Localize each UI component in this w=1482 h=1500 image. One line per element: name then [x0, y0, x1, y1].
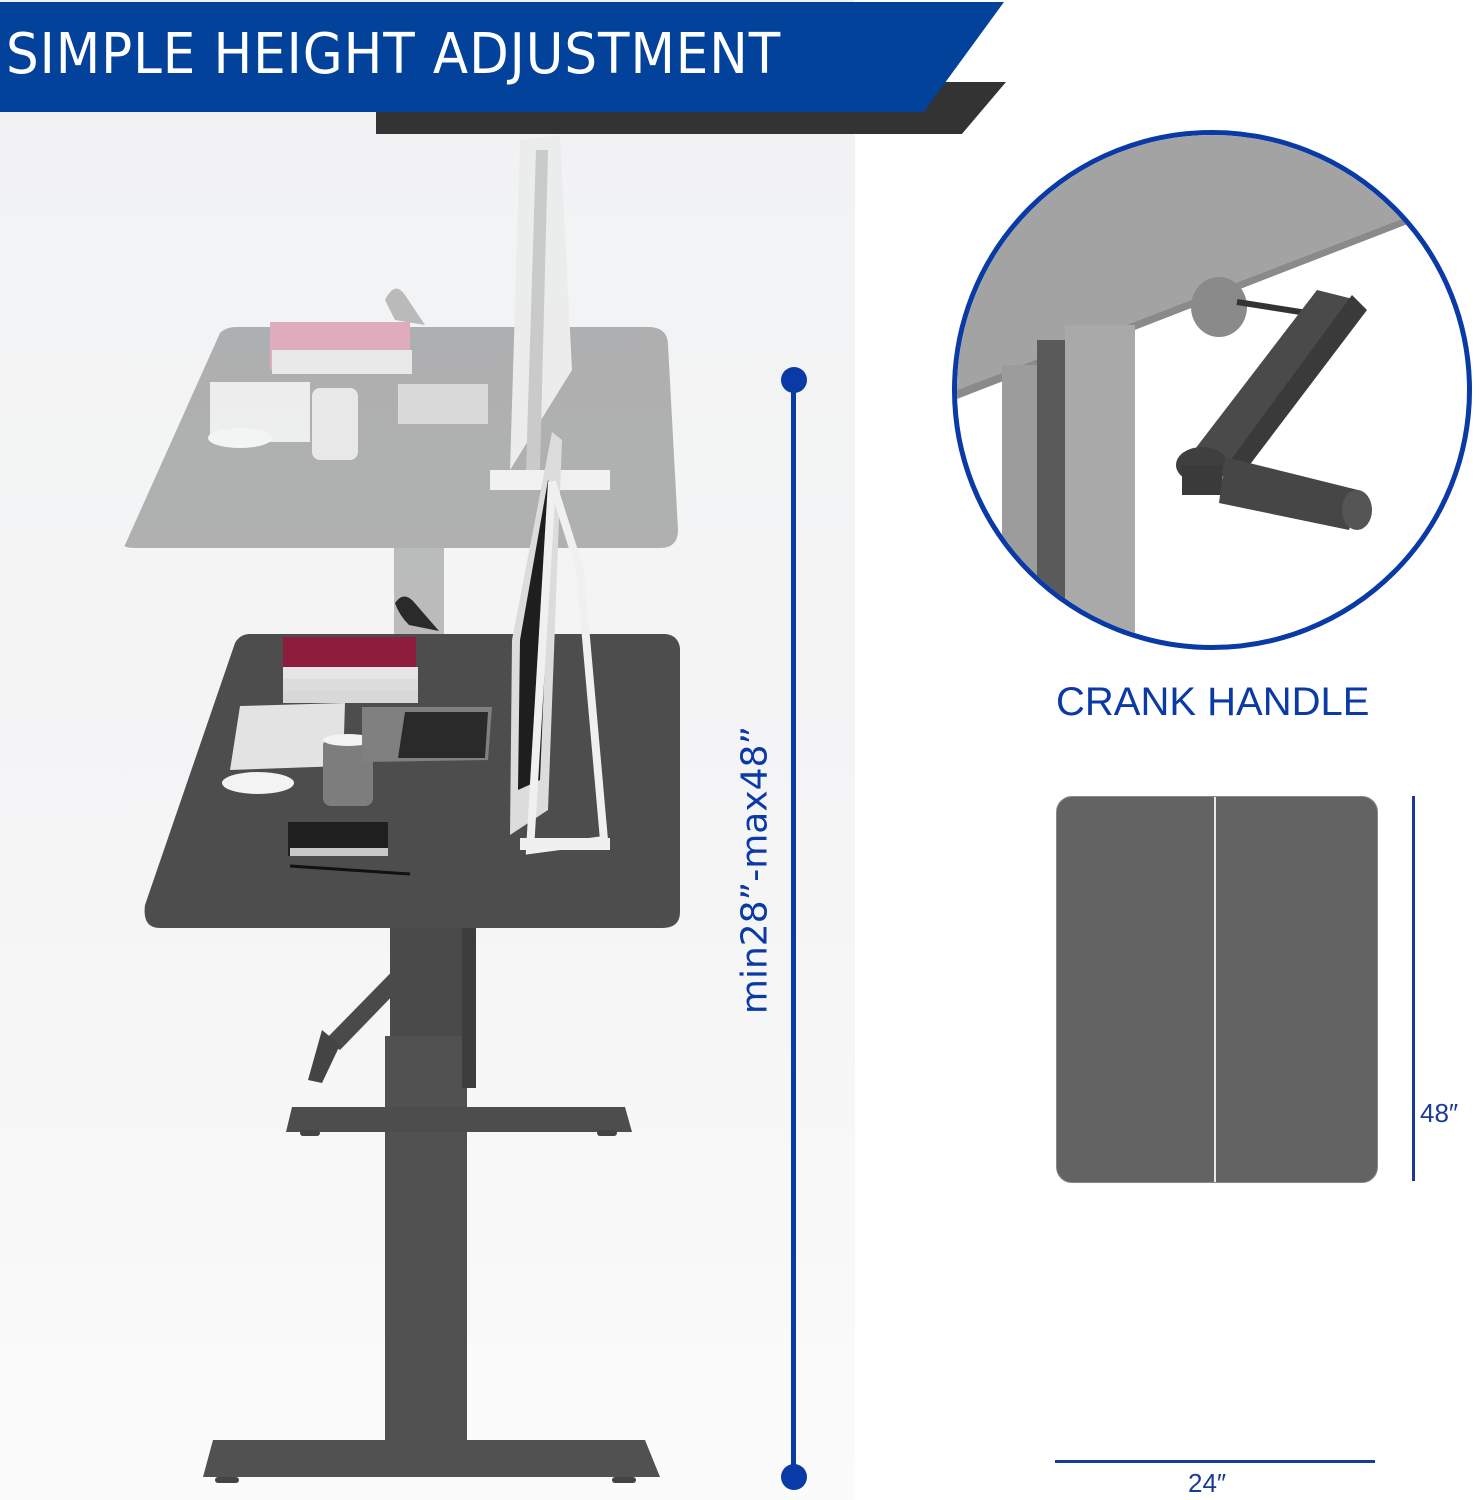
height-range-bottom-marker [781, 1464, 807, 1490]
lowered-desk [144, 432, 681, 928]
crank-handle-illustration [957, 135, 1467, 645]
height-range-top-marker [781, 367, 807, 393]
banner-title: SIMPLE HEIGHT ADJUSTMENT [6, 22, 782, 87]
tabletop-seam [1214, 797, 1216, 1182]
desk-leg [203, 928, 660, 1483]
raised-desk [124, 135, 679, 650]
tabletop-top-view [1056, 796, 1378, 1183]
width-dimension-line [1055, 1460, 1375, 1463]
header-banner: SIMPLE HEIGHT ADJUSTMENT [0, 2, 1004, 112]
crank-handle-detail [952, 130, 1472, 650]
width-dimension-label: 24″ [1188, 1468, 1227, 1498]
length-dimension-label: 48″ [1420, 1098, 1459, 1128]
height-range-line [791, 380, 796, 1480]
crank-handle-label: CRANK HANDLE [1056, 680, 1370, 724]
standing-desk-illustration [124, 135, 681, 1483]
height-range-label: min28”-max48” [734, 725, 776, 1015]
length-dimension-line [1412, 796, 1415, 1181]
